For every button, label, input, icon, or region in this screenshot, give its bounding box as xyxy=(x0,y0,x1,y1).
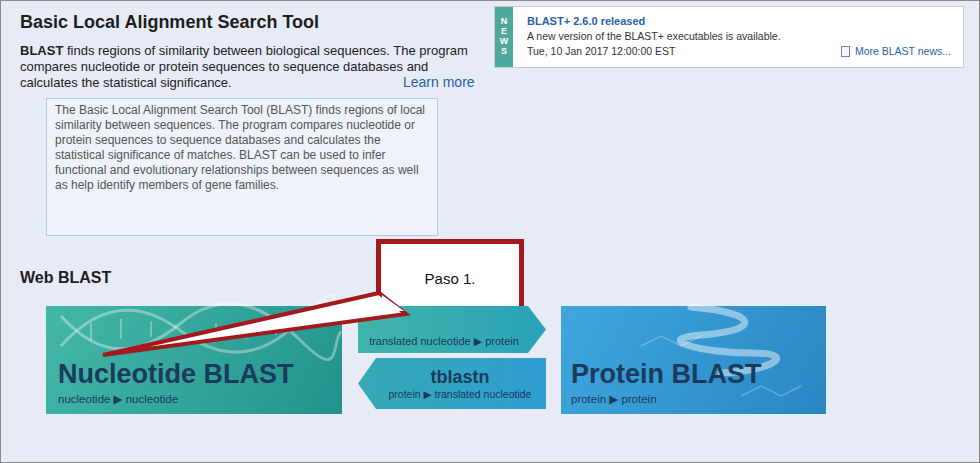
tile-subtitle: protein ▶ translated nucleotide xyxy=(389,388,532,400)
tile-subtitle: translated nucleotide ▶ protein xyxy=(369,335,519,348)
news-box: NEWS BLAST+ 2.6.0 released A new version o… xyxy=(494,6,964,68)
news-text: A new version of the BLAST+ executables … xyxy=(527,30,951,42)
callout-pointer xyxy=(103,293,406,355)
nucleotide-tile: Nucleotide BLAST nucleotide ▶ nucleotide xyxy=(46,306,342,414)
tblastn-tile: tblastnprotein ▶ translated nucleotide xyxy=(358,358,546,409)
dna-rungs xyxy=(91,319,276,341)
learn-more-link: Learn more xyxy=(403,74,475,90)
more-news-link: More BLAST news... xyxy=(855,45,951,57)
tile-title: tblastn xyxy=(430,367,489,388)
page-title: Basic Local Alignment Search Tool xyxy=(20,12,319,33)
news-date: Tue, 10 Jan 2017 12:00:00 EST xyxy=(527,45,675,57)
more-news: More BLAST news... xyxy=(841,45,951,57)
news-icon xyxy=(841,46,850,57)
bold-term: BLAST xyxy=(20,43,63,58)
tile-title: Protein BLAST xyxy=(571,358,826,390)
tile-subtitle: nucleotide ▶ nucleotide xyxy=(58,392,342,406)
spacer xyxy=(63,43,67,58)
news-footer: Tue, 10 Jan 2017 12:00:00 EST More BLAST … xyxy=(527,45,951,57)
news-vertical-label: NEWS xyxy=(500,17,509,57)
dna-helix xyxy=(61,295,341,359)
protein-tile: Protein BLAST protein ▶ protein xyxy=(561,306,826,414)
section-heading: Web BLAST xyxy=(20,269,111,287)
molecule-lines xyxy=(641,336,801,396)
description-box: The Basic Local Alignment Search Tool (B… xyxy=(46,98,438,236)
news-strip: NEWS xyxy=(495,7,513,67)
news-headline: BLAST+ 2.6.0 released xyxy=(527,15,951,27)
tile-subtitle: protein ▶ protein xyxy=(571,392,826,406)
intro-text: finds regions of similarity between biol… xyxy=(20,43,468,90)
callout-label: Paso 1. xyxy=(425,270,476,287)
callout-box: Paso 1. xyxy=(376,239,524,317)
protein-helix xyxy=(680,307,776,373)
description-text: The Basic Local Alignment Search Tool (B… xyxy=(55,103,429,193)
news-body: BLAST+ 2.6.0 released A new version of th… xyxy=(513,7,963,67)
tile-title: Nucleotide BLAST xyxy=(58,358,342,390)
blastx-tile: translated nucleotide ▶ protein xyxy=(358,306,546,353)
